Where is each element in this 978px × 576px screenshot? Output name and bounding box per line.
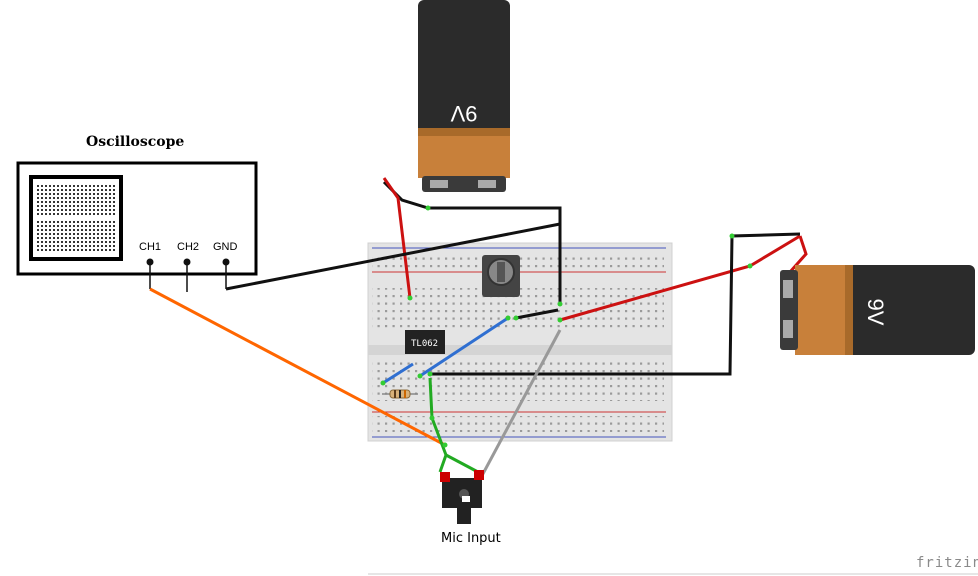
mic-input-label: Mic Input — [441, 531, 501, 546]
fritzing-watermark: fritzing — [916, 555, 978, 571]
oscilloscope-title: Oscilloscope — [86, 134, 185, 150]
potentiometer[interactable] — [482, 255, 520, 297]
wire-gray-mic — [468, 329, 562, 499]
gnd-label: GND — [213, 241, 238, 253]
wire-green-mic — [428, 377, 448, 473]
wire-blue-2 — [419, 316, 509, 378]
wire-red-battery-top — [382, 177, 412, 299]
ic-label: TL062 — [411, 339, 438, 349]
oscilloscope: CH1 CH2 GND — [16, 161, 258, 292]
resistor — [382, 389, 418, 399]
battery-top: 9V — [418, 0, 510, 192]
mic-jack[interactable] — [440, 470, 484, 524]
battery-right-label: 9V — [863, 299, 888, 326]
tl062-ic: TL062 — [405, 330, 445, 354]
ch1-label: CH1 — [139, 241, 161, 253]
wire-black-battery-right — [430, 232, 801, 376]
battery-top-label: 9V — [450, 101, 477, 126]
wire-black-gnd — [225, 222, 561, 291]
wires — [149, 177, 808, 499]
wire-orange-ch1 — [149, 287, 446, 447]
battery-right: 9V — [780, 265, 975, 355]
wire-blue-1 — [382, 362, 414, 385]
ch2-label: CH2 — [177, 241, 199, 253]
